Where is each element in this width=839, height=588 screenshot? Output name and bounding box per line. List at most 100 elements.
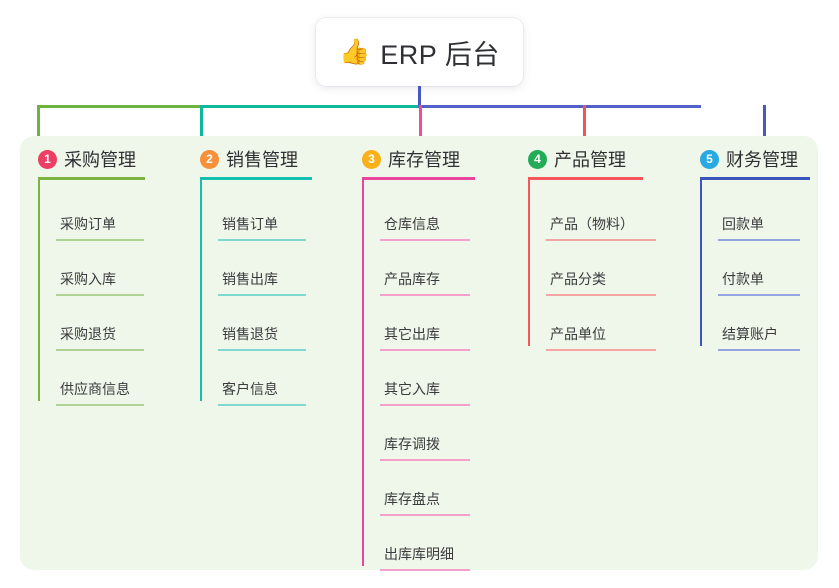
drop-5 (763, 105, 766, 143)
branch-header-rule (700, 177, 810, 180)
leaf-item[interactable]: 供应商信息 (56, 379, 144, 406)
branch-header-product[interactable]: 4 产品管理 (528, 146, 626, 172)
leaf-item[interactable]: 销售订单 (218, 214, 306, 241)
leaf-item[interactable]: 采购入库 (56, 269, 144, 296)
branch-spine (362, 177, 364, 566)
branch-number-badge: 3 (362, 149, 381, 169)
leaf-item[interactable]: 仓库信息 (380, 214, 470, 241)
bus-green (37, 105, 202, 108)
leaf-item[interactable]: 出库库明细 (380, 544, 470, 571)
leaf-label: 采购退货 (60, 326, 116, 342)
branch-spine (700, 177, 702, 346)
branches-panel: 1 采购管理采购订单采购入库采购退货供应商信息 2 销售管理销售订单销售出库销售退货客… (20, 136, 818, 571)
leaf-label: 采购订单 (60, 216, 116, 232)
drop-3 (419, 105, 422, 143)
leaf-item[interactable]: 结算账户 (718, 324, 800, 351)
leaf-item[interactable]: 产品单位 (546, 324, 656, 351)
leaf-label: 供应商信息 (60, 381, 130, 397)
leaf-rule (546, 239, 656, 241)
leaf-rule (380, 294, 470, 296)
leaf-label: 产品分类 (550, 271, 606, 287)
leaf-item[interactable]: 产品（物料） (546, 214, 656, 241)
branch-title: 产品管理 (554, 150, 626, 170)
leaf-label: 销售退货 (222, 326, 278, 342)
branch-title: 采购管理 (64, 150, 136, 170)
branch-spine (200, 177, 202, 401)
branch-number-badge: 4 (528, 149, 547, 169)
leaf-label: 其它入库 (384, 381, 440, 397)
branch-header-rule (200, 177, 312, 180)
leaf-label: 库存盘点 (384, 491, 440, 507)
leaf-item[interactable]: 销售退货 (218, 324, 306, 351)
leaf-label: 付款单 (722, 271, 764, 287)
root-node[interactable]: 👍 ERP 后台 (316, 18, 523, 86)
leaf-rule (380, 349, 470, 351)
branch-title: 财务管理 (726, 150, 798, 170)
thumbs-up-icon: 👍 (339, 38, 371, 66)
leaf-label: 销售订单 (222, 216, 278, 232)
leaf-rule (718, 239, 800, 241)
leaf-item[interactable]: 采购退货 (56, 324, 144, 351)
leaf-item[interactable]: 其它出库 (380, 324, 470, 351)
leaf-label: 销售出库 (222, 271, 278, 287)
leaf-item[interactable]: 回款单 (718, 214, 800, 241)
leaf-label: 产品单位 (550, 326, 606, 342)
leaf-rule (56, 404, 144, 406)
leaf-label: 仓库信息 (384, 216, 440, 232)
leaf-label: 回款单 (722, 216, 764, 232)
branch-header-finance[interactable]: 5 财务管理 (700, 146, 798, 172)
branch-number-badge: 5 (700, 149, 719, 169)
root-title: ERP 后台 (380, 39, 500, 70)
leaf-item[interactable]: 库存盘点 (380, 489, 470, 516)
leaf-item[interactable]: 销售出库 (218, 269, 306, 296)
leaf-label: 采购入库 (60, 271, 116, 287)
leaf-label: 结算账户 (722, 326, 778, 342)
leaf-item[interactable]: 其它入库 (380, 379, 470, 406)
leaf-label: 库存调拨 (384, 436, 440, 452)
leaf-item[interactable]: 采购订单 (56, 214, 144, 241)
leaf-rule (718, 294, 800, 296)
leaf-label: 客户信息 (222, 381, 278, 397)
leaf-rule (380, 569, 470, 571)
branch-header-purchase[interactable]: 1 采购管理 (38, 146, 136, 172)
bus-indigo (418, 105, 701, 108)
leaf-item[interactable]: 库存调拨 (380, 434, 470, 461)
leaf-rule (56, 349, 144, 351)
bus-teal (202, 105, 418, 108)
leaf-rule (718, 349, 800, 351)
leaf-item[interactable]: 产品库存 (380, 269, 470, 296)
leaf-label: 产品（物料） (550, 216, 634, 232)
branch-title: 库存管理 (388, 150, 460, 170)
drop-2 (200, 105, 203, 143)
leaf-rule (380, 514, 470, 516)
branch-spine (38, 177, 40, 401)
leaf-rule (218, 349, 306, 351)
leaf-label: 出库库明细 (384, 546, 454, 562)
leaf-label: 产品库存 (384, 271, 440, 287)
branch-number-badge: 1 (38, 149, 57, 169)
leaf-item[interactable]: 产品分类 (546, 269, 656, 296)
leaf-rule (546, 349, 656, 351)
leaf-rule (218, 294, 306, 296)
leaf-item[interactable]: 客户信息 (218, 379, 306, 406)
leaf-label: 其它出库 (384, 326, 440, 342)
branch-header-rule (528, 177, 643, 180)
leaf-item[interactable]: 付款单 (718, 269, 800, 296)
leaf-rule (56, 239, 144, 241)
branch-header-sales[interactable]: 2 销售管理 (200, 146, 298, 172)
branch-header-rule (362, 177, 475, 180)
leaf-rule (56, 294, 144, 296)
leaf-rule (380, 404, 470, 406)
leaf-rule (380, 239, 470, 241)
branch-number-badge: 2 (200, 149, 219, 169)
drop-4 (583, 105, 586, 143)
leaf-rule (380, 459, 470, 461)
branch-title: 销售管理 (226, 150, 298, 170)
leaf-rule (218, 239, 306, 241)
branch-header-rule (38, 177, 145, 180)
leaf-rule (546, 294, 656, 296)
branch-spine (528, 177, 530, 346)
root-stem-connector (418, 86, 421, 106)
branch-header-inventory[interactable]: 3 库存管理 (362, 146, 460, 172)
